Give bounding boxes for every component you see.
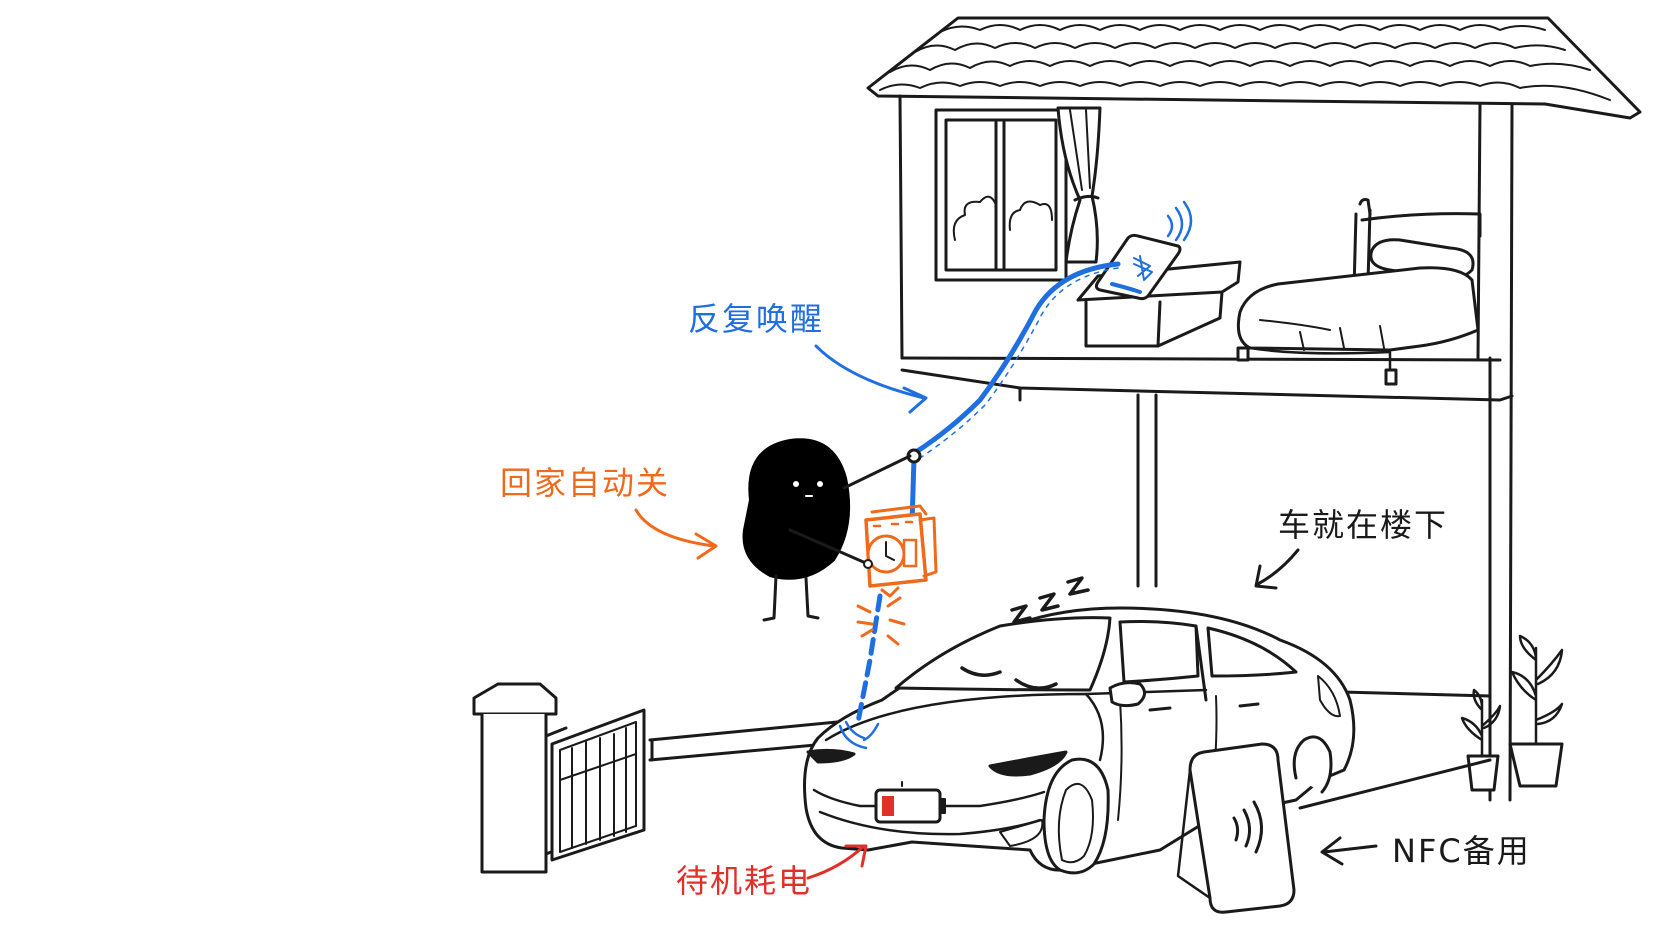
house-right-wall <box>1508 102 1514 802</box>
car-mirror <box>1108 681 1146 708</box>
label-car-downstairs: 车就在楼下 <box>1278 506 1449 544</box>
car-side-window-rear <box>1206 626 1298 678</box>
car-side-window-front <box>1118 620 1200 684</box>
car-headlight-left <box>806 748 856 764</box>
car-rear-wheel <box>1292 735 1333 794</box>
car-front-wheel <box>1042 757 1110 875</box>
nfc-card <box>1176 742 1296 914</box>
upper-floor <box>900 356 1502 362</box>
phone-icon <box>1094 200 1193 301</box>
arrow-wake <box>814 344 928 414</box>
gate-post-cap <box>472 682 558 716</box>
character-arm-up <box>842 454 912 490</box>
car-headlight-right <box>988 750 1068 777</box>
arrow-auto-off <box>634 508 718 560</box>
label-nfc-backup: NFC备用 <box>1392 832 1531 870</box>
label-auto-off: 回家自动关 <box>500 464 671 502</box>
arrow-standby-drain <box>806 844 868 880</box>
character <box>742 438 912 622</box>
disconnect-sparks <box>856 596 906 646</box>
house <box>866 16 1642 802</box>
bed-mattress <box>1236 266 1480 352</box>
gate <box>472 682 654 874</box>
battery-low-icon <box>874 781 946 824</box>
bluetooth-wire-lower <box>855 593 883 725</box>
bluetooth-wire-upper <box>913 261 1121 455</box>
nfc-icon <box>1232 800 1263 854</box>
bed <box>1236 198 1482 386</box>
character-arm-down <box>788 528 870 566</box>
roof-tiles <box>879 24 1611 101</box>
support-column <box>1136 393 1158 588</box>
potted-plants <box>1460 634 1564 792</box>
sleep-zzz-icon <box>1010 576 1090 624</box>
bluetooth-icon <box>1133 255 1153 281</box>
curtain <box>1056 106 1102 264</box>
house-left-wall <box>898 94 904 360</box>
arrow-car-downstairs <box>1254 548 1300 590</box>
car-sleeping-eye-right <box>1014 678 1058 690</box>
arrow-nfc-backup <box>1320 836 1378 866</box>
timer-switch-icon <box>856 504 938 646</box>
gate-frame <box>550 708 646 862</box>
phone-signal-waves <box>1166 200 1193 242</box>
label-standby-drain: 待机耗电 <box>676 862 813 900</box>
gate-post <box>480 712 548 874</box>
character-body <box>742 438 851 580</box>
car-windshield <box>894 616 1112 692</box>
car-sleeping-eye-left <box>960 666 1002 677</box>
window <box>934 106 1102 282</box>
label-wake: 反复唤醒 <box>688 300 825 338</box>
car-signal-waves <box>838 720 880 750</box>
house-roof <box>866 16 1642 120</box>
bluetooth-wire-middle <box>909 455 917 527</box>
character-legs <box>762 574 820 622</box>
upper-floor-lower <box>900 368 1514 402</box>
